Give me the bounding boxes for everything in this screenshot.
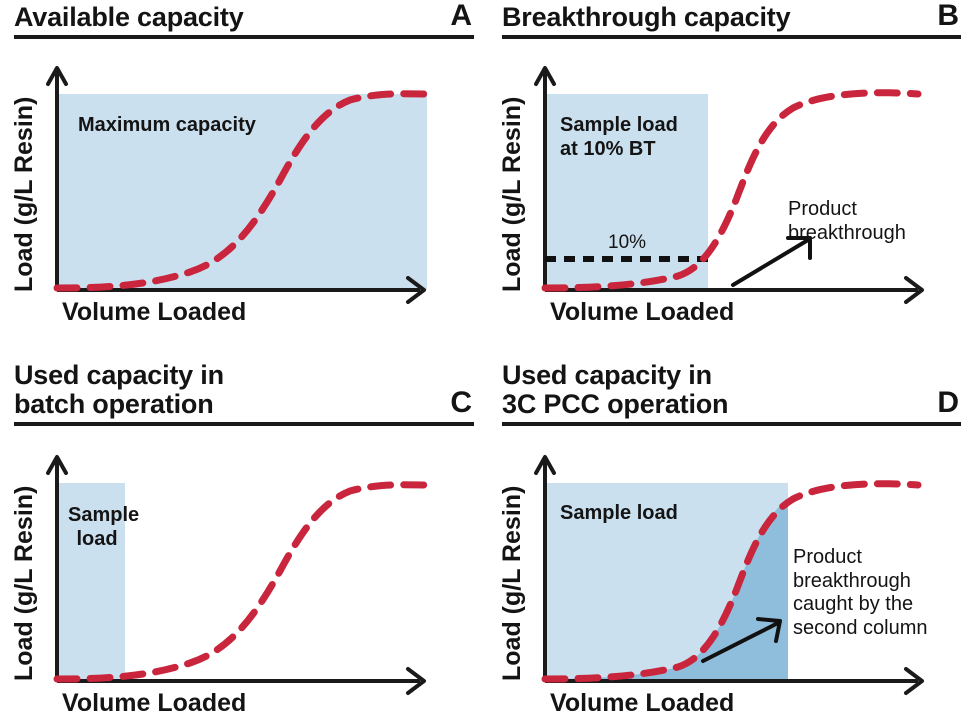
panel-a: Available capacity A Load (g/L Resin) Vo… bbox=[0, 0, 488, 361]
panel-c: Used capacity in batch operation C Load … bbox=[0, 361, 488, 722]
panel-b-title-rule bbox=[502, 34, 961, 39]
panel-a-region-label: Maximum capacity bbox=[78, 114, 256, 136]
breakthrough-curve bbox=[53, 481, 431, 683]
y-axis-arrowhead-icon bbox=[534, 455, 556, 475]
breakthrough-curve bbox=[53, 90, 431, 292]
panel-c-region-label: Sample load bbox=[68, 504, 140, 550]
panel-a-letter: A bbox=[450, 0, 472, 32]
panel-a-title-rule bbox=[14, 34, 474, 39]
panel-b: Breakthrough capacity B Load (g/L Resin)… bbox=[488, 0, 975, 361]
y-axis-arrowhead-icon bbox=[534, 66, 556, 86]
panel-a-plot: Load (g/L Resin) Volume Loaded Maximum c… bbox=[0, 0, 488, 361]
breakthrough-curve bbox=[541, 89, 922, 292]
panel-a-title: Available capacity bbox=[14, 1, 244, 32]
panel-d-header: Used capacity in 3C PCC operation D bbox=[502, 361, 961, 426]
second-column-arrow bbox=[701, 621, 780, 663]
x-axis-arrowhead-icon bbox=[406, 667, 426, 695]
panel-c-title: Used capacity in batch operation bbox=[14, 360, 224, 419]
panel-d-title: Used capacity in 3C PCC operation bbox=[502, 360, 729, 419]
breakthrough-curve bbox=[541, 480, 922, 683]
panel-d-letter: D bbox=[937, 386, 959, 420]
panel-b-threshold-label: 10% bbox=[608, 232, 647, 253]
panel-d-y-axis-label: Load (g/L Resin) bbox=[498, 485, 526, 681]
panel-a-svg bbox=[46, 66, 431, 304]
panel-b-header: Breakthrough capacity B bbox=[502, 0, 961, 39]
panel-a-x-axis-label: Volume Loaded bbox=[62, 298, 247, 326]
panel-a-header: Available capacity A bbox=[14, 0, 474, 39]
panel-b-x-axis-label: Volume Loaded bbox=[550, 298, 735, 326]
panel-b-plot: Load (g/L Resin) Volume Loaded Sample lo… bbox=[488, 0, 975, 361]
panel-c-plot: Load (g/L Resin) Volume Loaded Sample lo… bbox=[0, 361, 488, 722]
panel-b-svg bbox=[534, 66, 924, 304]
panel-d-annotation: Product breakthrough caught by the secon… bbox=[793, 546, 928, 639]
product-breakthrough-arrow bbox=[731, 238, 810, 287]
panel-c-title-rule bbox=[14, 421, 474, 426]
y-axis-arrowhead-icon bbox=[46, 455, 68, 475]
panel-b-letter: B bbox=[937, 0, 959, 32]
panel-a-y-axis-label: Load (g/L Resin) bbox=[10, 96, 38, 292]
panel-d-x-axis-label: Volume Loaded bbox=[550, 689, 735, 717]
panel-c-header: Used capacity in batch operation C bbox=[14, 361, 474, 426]
sample-load-region bbox=[57, 483, 125, 681]
panel-d-svg bbox=[534, 455, 924, 695]
panel-c-x-axis-label: Volume Loaded bbox=[62, 689, 247, 717]
product-breakthrough-arrowhead-icon bbox=[786, 236, 812, 260]
panel-d: Used capacity in 3C PCC operation D Load… bbox=[488, 361, 975, 722]
panel-b-annotation: Product breakthrough bbox=[788, 198, 906, 244]
panel-c-svg bbox=[46, 455, 431, 695]
panel-b-region-label: Sample load at 10% BT bbox=[560, 114, 678, 160]
panel-b-title: Breakthrough capacity bbox=[502, 1, 791, 32]
x-axis-arrowhead-icon bbox=[904, 667, 924, 695]
second-column-arrowhead-icon bbox=[756, 617, 782, 643]
maximum-capacity-region bbox=[57, 94, 427, 290]
panel-b-y-axis-label: Load (g/L Resin) bbox=[498, 96, 526, 292]
y-axis-arrowhead-icon bbox=[46, 66, 68, 86]
x-axis-arrowhead-icon bbox=[904, 276, 924, 304]
x-axis-arrowhead-icon bbox=[406, 276, 426, 304]
panel-d-plot: Load (g/L Resin) Volume Loaded Sample lo… bbox=[488, 361, 975, 722]
panel-d-region-label: Sample load bbox=[560, 502, 678, 524]
panel-c-letter: C bbox=[450, 386, 472, 420]
panel-d-title-rule bbox=[502, 421, 961, 426]
panel-c-y-axis-label: Load (g/L Resin) bbox=[10, 485, 38, 681]
second-column-caught-region bbox=[545, 499, 788, 681]
